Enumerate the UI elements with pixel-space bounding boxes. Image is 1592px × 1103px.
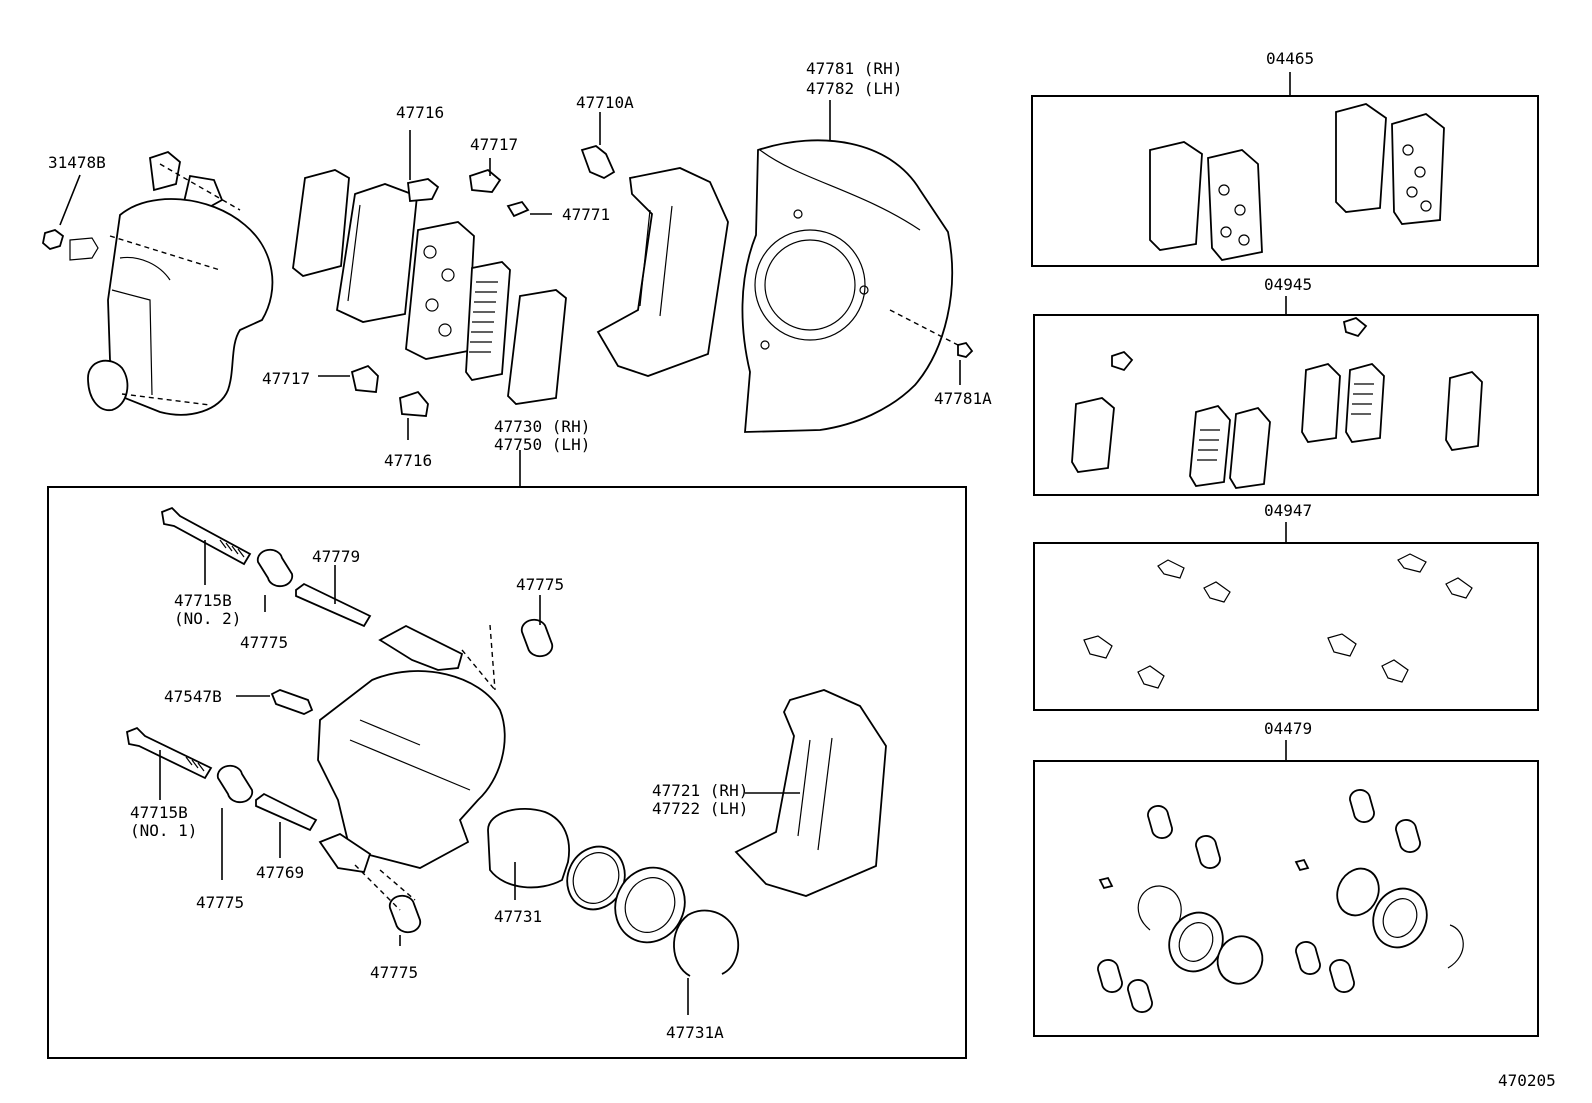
- brake-pads-drawing: [292, 130, 567, 486]
- label-47716-top: 47716: [396, 103, 444, 122]
- dust-cover-drawing: [741, 100, 974, 433]
- label-47769: 47769: [256, 863, 304, 882]
- label-47775-d: 47775: [370, 963, 418, 982]
- kit-box-04465: [1031, 95, 1539, 267]
- kit-label-04465: 04465: [1266, 49, 1314, 68]
- kit-label-04947: 04947: [1264, 501, 1312, 520]
- kit-label-04479: 04479: [1264, 719, 1312, 738]
- label-47721-rh: 47721 (RH): [652, 781, 748, 800]
- label-47547b: 47547B: [164, 687, 222, 706]
- kit-labels: 04465 04945 04947 04479: [1264, 49, 1314, 738]
- kit-04479-drawing: [1097, 789, 1464, 1013]
- label-47779: 47779: [312, 547, 360, 566]
- label-47710a: 47710A: [576, 93, 634, 112]
- label-47782-lh: 47782 (LH): [806, 79, 902, 98]
- label-47715b-no1-sub: (NO. 1): [130, 821, 197, 840]
- label-47781-rh: 47781 (RH): [806, 59, 902, 78]
- torque-plate-drawing: [580, 112, 729, 377]
- figure-number: 470205: [1498, 1071, 1556, 1090]
- label-31478b: 31478B: [48, 153, 106, 172]
- label-47771: 47771: [562, 205, 610, 224]
- caliper-kit-box: [47, 486, 967, 1059]
- label-47715b-no1: 47715B: [130, 803, 188, 822]
- kit-04947-drawing: [1083, 553, 1473, 689]
- kit-box-04479: [1033, 760, 1539, 1037]
- label-47715b-no2-sub: (NO. 2): [174, 609, 241, 628]
- kit-label-04945: 04945: [1264, 275, 1312, 294]
- label-47717-bottom: 47717: [262, 369, 310, 388]
- caliper-assembly-drawing: [42, 150, 274, 416]
- kit-box-04947: [1033, 542, 1539, 711]
- label-47722-lh: 47722 (LH): [652, 799, 748, 818]
- label-47775-b: 47775: [516, 575, 564, 594]
- kit-04465-drawing: [1149, 103, 1445, 261]
- label-47717-top: 47717: [470, 135, 518, 154]
- label-47715b-no2: 47715B: [174, 591, 232, 610]
- label-47750-lh: 47750 (LH): [494, 435, 590, 454]
- part-number-labels: 31478B 47716 47717 47710A 47771 47781 (R…: [48, 59, 992, 1042]
- label-47775-c: 47775: [196, 893, 244, 912]
- label-47730-rh: 47730 (RH): [494, 417, 590, 436]
- label-47716-bottom: 47716: [384, 451, 432, 470]
- label-47781a: 47781A: [934, 389, 992, 408]
- kit-04945-drawing: [1071, 316, 1483, 489]
- label-47731a: 47731A: [666, 1023, 724, 1042]
- caliper-kit-drawing: [125, 506, 887, 1015]
- label-47775-a: 47775: [240, 633, 288, 652]
- label-47731: 47731: [494, 907, 542, 926]
